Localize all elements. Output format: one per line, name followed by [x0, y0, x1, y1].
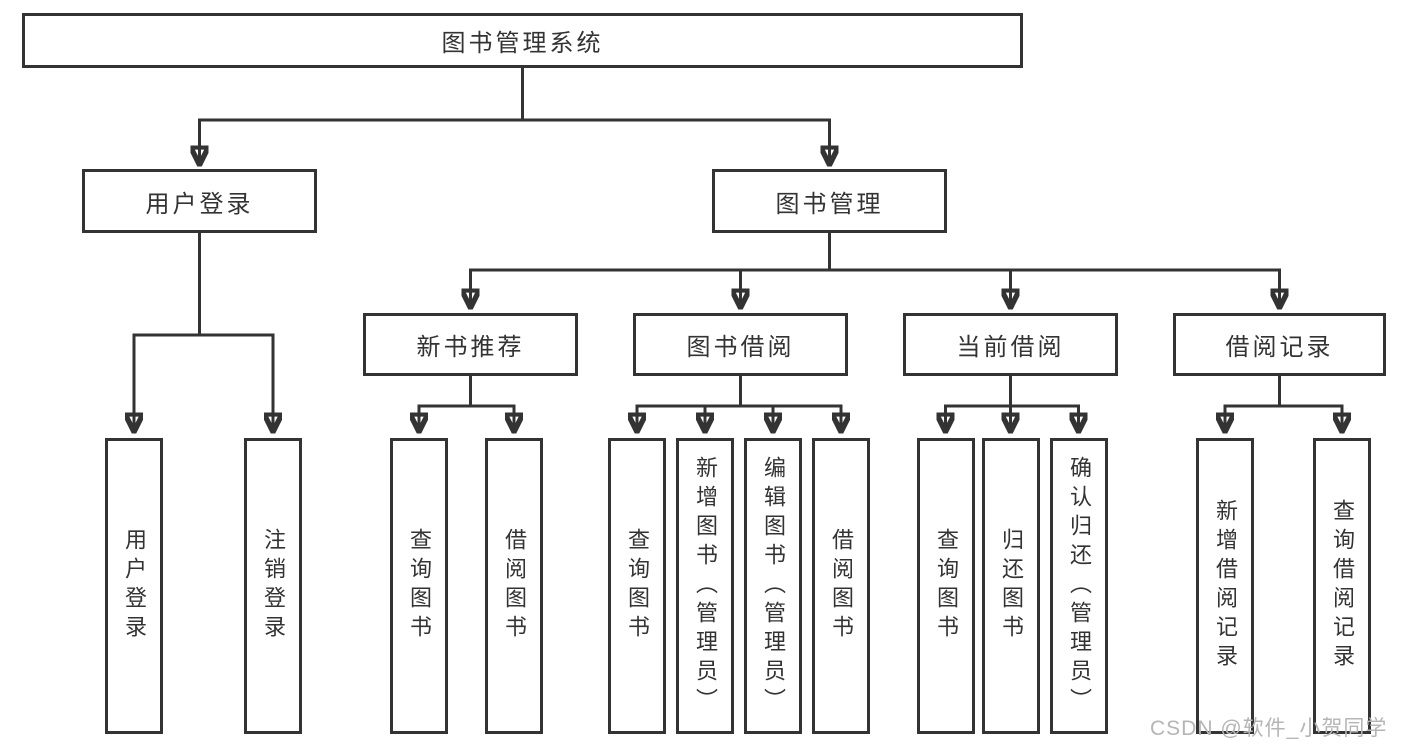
- node-library-management-system: 图书管理系统: [22, 13, 1023, 68]
- leaf-borrow-books: 借阅图书: [812, 438, 870, 734]
- node-current-borrow: 当前借阅: [903, 313, 1118, 376]
- leaf-logout: 注销登录: [244, 438, 302, 734]
- node-book-borrow: 图书借阅: [633, 313, 848, 376]
- node-user-login: 用户登录: [82, 169, 317, 233]
- node-book-management: 图书管理: [712, 169, 947, 233]
- leaf-query-borrow-record: 查询借阅记录: [1313, 438, 1371, 734]
- leaf-query-books-borrow: 查询图书: [608, 438, 666, 734]
- leaf-add-book-admin: 新增图书（管理员）: [676, 438, 734, 734]
- leaf-borrow-books-recommend: 借阅图书: [485, 438, 543, 734]
- leaf-confirm-return-admin: 确认归还（管理员）: [1050, 438, 1108, 734]
- leaf-query-books-current: 查询图书: [917, 438, 975, 734]
- leaf-query-books-recommend: 查询图书: [390, 438, 448, 734]
- node-borrow-records: 借阅记录: [1173, 313, 1386, 376]
- leaf-return-books: 归还图书: [982, 438, 1040, 734]
- leaf-edit-book-admin: 编辑图书（管理员）: [744, 438, 802, 734]
- watermark: CSDN @软件_小贺同学: [1150, 717, 1388, 740]
- node-new-book-recommend: 新书推荐: [363, 313, 578, 376]
- leaf-add-borrow-record: 新增借阅记录: [1196, 438, 1254, 734]
- leaf-user-login: 用户登录: [105, 438, 163, 734]
